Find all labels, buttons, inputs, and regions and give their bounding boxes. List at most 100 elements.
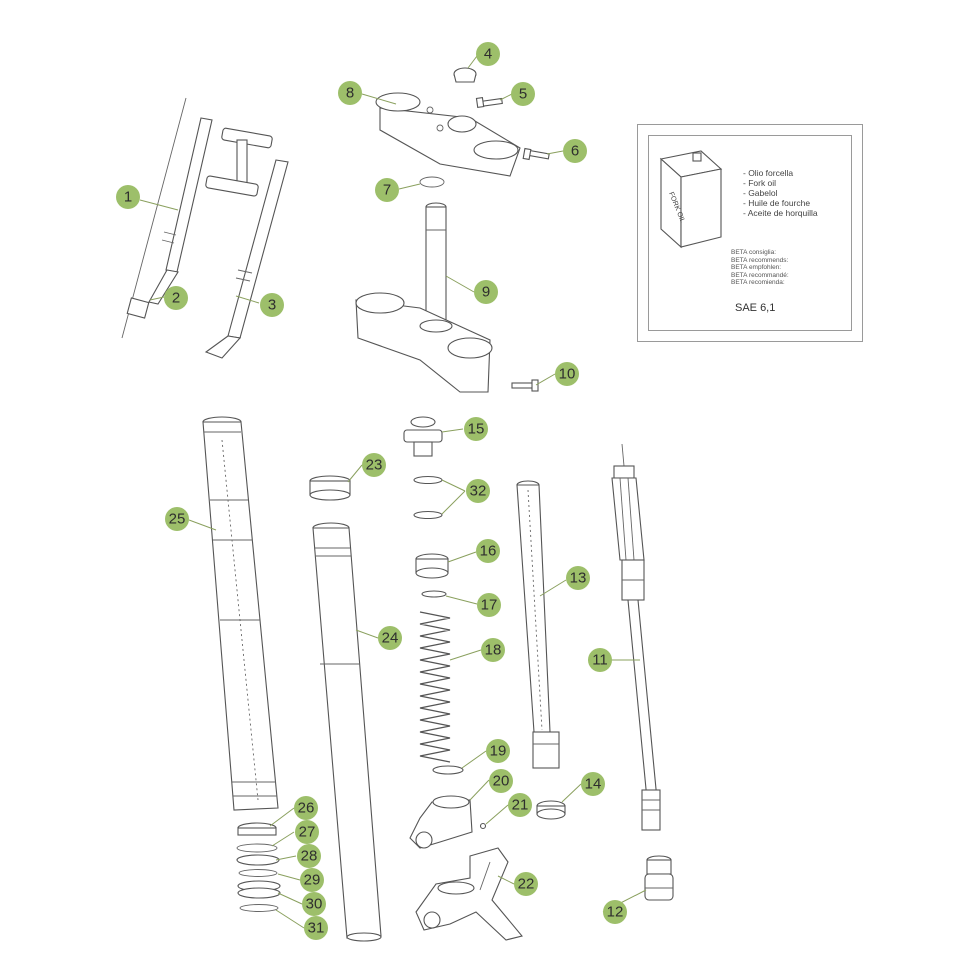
recommends-fr: BETA recommandé:: [731, 271, 789, 279]
svg-text:18: 18: [485, 642, 502, 659]
recommends-en: BETA recommends:: [731, 256, 789, 264]
cartridge-cap: [403, 416, 443, 457]
callout-29: 29: [300, 868, 324, 892]
svg-text:25: 25: [169, 511, 186, 528]
svg-text:23: 23: [366, 457, 383, 474]
callout-28: 28: [297, 844, 321, 868]
callout-21: 21: [508, 793, 532, 817]
steering-stem-lower-clamp: [355, 202, 493, 393]
washer-32a: [413, 475, 443, 485]
callout-27: 27: [295, 820, 319, 844]
svg-text:15: 15: [468, 421, 485, 438]
callout-13: 13: [566, 566, 590, 590]
bushing-16: [415, 553, 449, 579]
callout-31: 31: [304, 916, 328, 940]
svg-text:31: 31: [308, 920, 325, 937]
washer-19: [432, 765, 464, 775]
svg-text:17: 17: [481, 597, 498, 614]
oil-can-icon: FORK OIL: [659, 150, 723, 249]
callout-10: 10: [555, 362, 579, 386]
recommends-it: BETA consiglia:: [731, 249, 777, 256]
svg-text:12: 12: [607, 904, 624, 921]
svg-text:26: 26: [298, 800, 315, 817]
svg-text:21: 21: [512, 797, 529, 814]
svg-text:24: 24: [382, 630, 399, 647]
cartridge-tube: [516, 480, 560, 769]
svg-text:30: 30: [306, 896, 323, 913]
oil-name-list: - Olio forcella - Fork oil - Gabelol - H…: [743, 168, 818, 218]
oil-name-es: - Aceite de horquilla: [743, 208, 818, 218]
callout-9: 9: [474, 280, 498, 304]
svg-text:3: 3: [268, 297, 276, 314]
bolt-5: [475, 97, 503, 108]
callout-15: 15: [464, 417, 488, 441]
callout-19: 19: [486, 739, 510, 763]
callout-12: 12: [603, 900, 627, 924]
svg-text:7: 7: [383, 182, 391, 199]
axle-bracket: [409, 795, 473, 849]
svg-text:11: 11: [592, 652, 608, 669]
svg-text:28: 28: [301, 848, 318, 865]
svg-text:5: 5: [519, 86, 527, 103]
bushing-23: [309, 475, 351, 501]
oil-name-en: - Fork oil: [743, 178, 777, 188]
top-cap: [453, 67, 477, 83]
callout-1: 1: [116, 185, 140, 209]
svg-text:29: 29: [304, 872, 321, 889]
svg-text:10: 10: [559, 366, 576, 383]
upper-triple-clamp: [375, 92, 521, 177]
outer-tube: [202, 416, 279, 811]
callout-3: 3: [260, 293, 284, 317]
svg-text:32: 32: [470, 483, 487, 500]
fork-foot: [415, 847, 523, 941]
recommends-de: BETA empfohlen:: [731, 264, 782, 272]
screw-21: [479, 822, 487, 830]
o-ring: [419, 176, 445, 188]
left-fork-leg: [121, 97, 213, 339]
base-valve: [644, 855, 674, 901]
svg-text:16: 16: [480, 543, 497, 560]
svg-text:19: 19: [490, 743, 507, 760]
callout-22: 22: [514, 872, 538, 896]
svg-text:9: 9: [482, 284, 490, 301]
washer-17: [421, 590, 447, 598]
callout-5: 5: [511, 82, 535, 106]
seal-ring-stack: [236, 822, 281, 912]
leader-lines: [139, 55, 647, 929]
callout-6: 6: [563, 139, 587, 163]
svg-text:6: 6: [571, 143, 579, 160]
svg-text:8: 8: [346, 85, 354, 102]
callout-23: 23: [362, 453, 386, 477]
svg-text:2: 2: [172, 290, 180, 307]
bolt-6: [522, 147, 550, 161]
svg-text:20: 20: [493, 773, 510, 790]
callout-7: 7: [375, 178, 399, 202]
callout-25: 25: [165, 507, 189, 531]
callout-26: 26: [294, 796, 318, 820]
svg-text:14: 14: [585, 776, 602, 793]
recommends-list: BETA consiglia: BETA recommends: BETA em…: [731, 249, 789, 287]
svg-text:1: 1: [124, 189, 132, 206]
callout-20: 20: [489, 769, 513, 793]
callout-11: 11: [588, 648, 612, 672]
callout-18: 18: [481, 638, 505, 662]
damper-rod: [611, 443, 661, 831]
callout-30: 30: [302, 892, 326, 916]
callout-8: 8: [338, 81, 362, 105]
washer-32b: [413, 510, 443, 520]
callout-2: 2: [164, 286, 188, 310]
svg-text:27: 27: [299, 824, 316, 841]
callout-24: 24: [378, 626, 402, 650]
callout-17: 17: [477, 593, 501, 617]
oil-grade: SAE 6,1: [735, 302, 776, 314]
nut-14: [536, 800, 566, 820]
oil-name-fr: - Huile de fourche: [743, 198, 811, 208]
callout-14: 14: [581, 772, 605, 796]
callout-16: 16: [476, 539, 500, 563]
inner-tube: [312, 522, 382, 942]
svg-text:13: 13: [570, 570, 587, 587]
right-fork-leg-assembly: [204, 127, 289, 359]
recommends-es: BETA recomienda:: [731, 279, 785, 287]
